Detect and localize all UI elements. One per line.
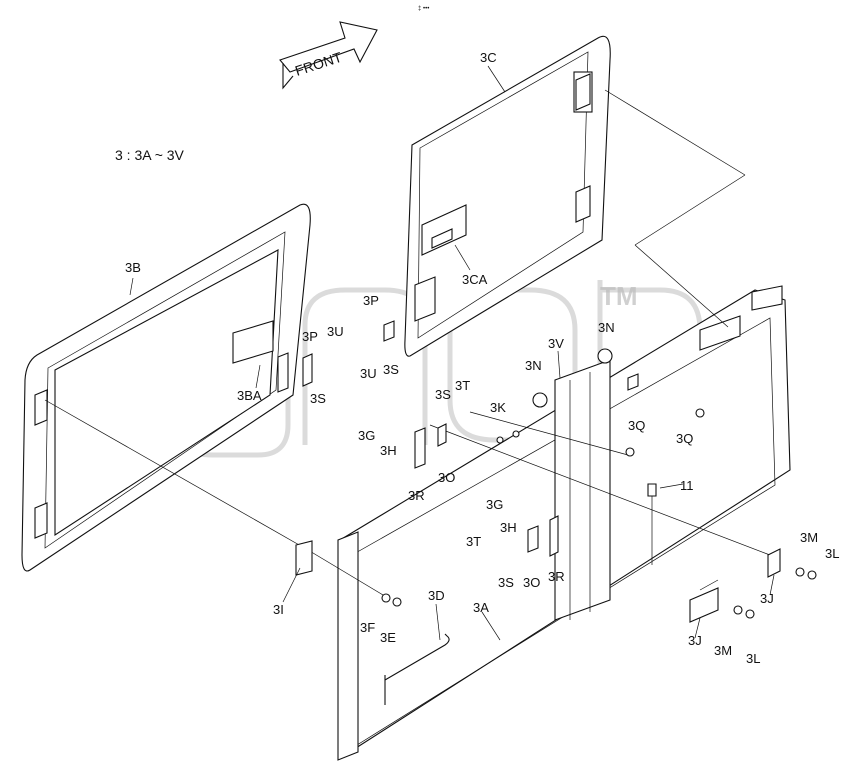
- label-3a: 3A: [473, 600, 489, 615]
- label-3i: 3I: [273, 602, 284, 617]
- label-3o-a: 3O: [438, 470, 455, 485]
- label-3s-b: 3S: [310, 391, 326, 406]
- label-3ba: 3BA: [237, 388, 262, 403]
- label-3r-b: 3R: [548, 569, 565, 584]
- trademark-text: TM: [600, 281, 638, 311]
- label-3s-c: 3S: [435, 387, 451, 402]
- page-mark: ‡ •••: [418, 6, 429, 12]
- label-11: 11: [680, 478, 694, 493]
- label-3ca: 3CA: [462, 272, 488, 287]
- label-3k: 3K: [490, 400, 506, 415]
- label-3j-b: 3J: [688, 633, 702, 648]
- label-3t-b: 3T: [466, 534, 481, 549]
- label-3m-b: 3M: [714, 643, 732, 658]
- label-3q-b: 3Q: [676, 431, 693, 446]
- label-3l-b: 3L: [746, 651, 760, 666]
- label-3s-d: 3S: [498, 575, 514, 590]
- part-labels: 3C 3CA 3B 3BA 3P 3U 3P 3U 3S 3S 3T 3S 3G…: [125, 50, 839, 666]
- label-3b: 3B: [125, 260, 141, 275]
- label-3h-b: 3H: [500, 520, 517, 535]
- rod-3d: [384, 633, 450, 705]
- label-3e: 3E: [380, 630, 396, 645]
- part-range-note: 3 : 3A ~ 3V: [115, 147, 185, 163]
- label-3r-a: 3R: [408, 488, 425, 503]
- label-3n-a: 3N: [598, 320, 615, 335]
- label-3p-b: 3P: [302, 329, 318, 344]
- label-3l-a: 3L: [825, 546, 839, 561]
- label-3o-b: 3O: [523, 575, 540, 590]
- label-3g-a: 3G: [358, 428, 375, 443]
- frame-3a: [337, 285, 791, 761]
- label-3h-a: 3H: [380, 443, 397, 458]
- label-3c: 3C: [480, 50, 497, 65]
- label-3t-a: 3T: [455, 378, 470, 393]
- label-leaders: [129, 65, 775, 641]
- label-3u-b: 3U: [360, 366, 377, 381]
- label-3j-a: 3J: [760, 591, 774, 606]
- label-3f: 3F: [360, 620, 375, 635]
- label-3v: 3V: [548, 336, 564, 351]
- small-parts: [295, 320, 817, 623]
- door-panel-3b: [21, 203, 311, 572]
- label-3d: 3D: [428, 588, 445, 603]
- label-3g-b: 3G: [486, 497, 503, 512]
- label-3s-a: 3S: [383, 362, 399, 377]
- label-3m-a: 3M: [800, 530, 818, 545]
- label-3n-b: 3N: [525, 358, 542, 373]
- door-panel-3c: [404, 35, 611, 357]
- label-3p-a: 3P: [363, 293, 379, 308]
- label-3u-a: 3U: [327, 324, 344, 339]
- label-3q-a: 3Q: [628, 418, 645, 433]
- front-arrow: FRONT: [279, 21, 378, 90]
- leader-lines: [44, 89, 771, 599]
